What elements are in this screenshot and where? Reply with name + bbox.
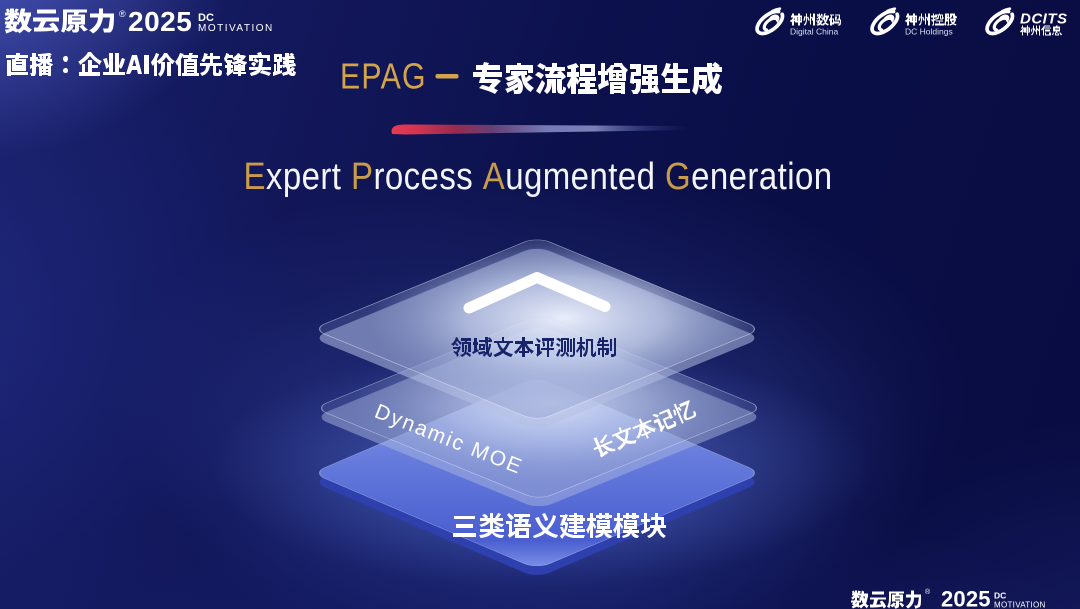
svg-text:DCITS: DCITS xyxy=(1020,11,1068,28)
svg-text:2025: 2025 xyxy=(941,587,991,609)
svg-text:DC Holdings: DC Holdings xyxy=(905,27,953,37)
svg-text:EPAG: EPAG xyxy=(340,57,427,97)
svg-text:DC: DC xyxy=(994,591,1006,601)
svg-text:MOTIVATION: MOTIVATION xyxy=(198,23,274,34)
svg-text:®: ® xyxy=(119,9,126,19)
svg-text:MOTIVATION: MOTIVATION xyxy=(994,601,1046,609)
svg-text:Digital China: Digital China xyxy=(790,27,838,37)
svg-text:®: ® xyxy=(925,588,931,596)
svg-text:2025: 2025 xyxy=(128,6,192,37)
svg-text:DC: DC xyxy=(198,12,214,24)
